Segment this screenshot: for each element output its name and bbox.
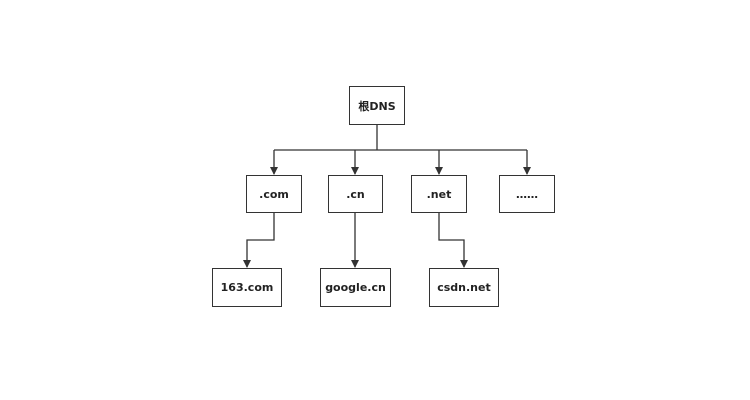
tld-more-node: …… xyxy=(499,175,555,213)
tld-cn-node: .cn xyxy=(328,175,383,213)
tld-com-label: .com xyxy=(259,187,289,201)
tld-cn-label: .cn xyxy=(346,187,365,201)
tld-net-node: .net xyxy=(411,175,467,213)
root-dns-label: 根DNS xyxy=(358,99,396,113)
domain-google-node: google.cn xyxy=(320,268,391,307)
root-dns-node: 根DNS xyxy=(349,86,405,125)
domain-google-label: google.cn xyxy=(325,281,386,294)
domain-csdn-node: csdn.net xyxy=(429,268,499,307)
domain-csdn-label: csdn.net xyxy=(437,281,491,294)
edge-com-163 xyxy=(243,213,275,268)
tld-com-node: .com xyxy=(246,175,302,213)
tld-more-label: …… xyxy=(516,187,538,201)
tld-net-label: .net xyxy=(426,187,452,201)
edge-net-csdn xyxy=(438,213,468,268)
domain-163-label: 163.com xyxy=(220,281,274,294)
domain-163-node: 163.com xyxy=(212,268,282,307)
